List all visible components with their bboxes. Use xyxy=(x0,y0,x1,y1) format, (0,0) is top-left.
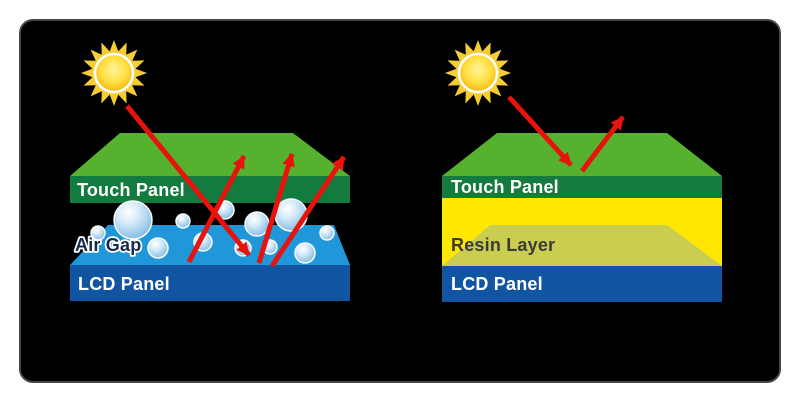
air-bubble xyxy=(244,211,270,237)
incident-ray xyxy=(507,95,573,167)
touch-panel-top-surface xyxy=(70,133,350,176)
incident-ray xyxy=(125,104,251,257)
reflected-ray-2 xyxy=(256,153,295,264)
lcd-panel-front-face xyxy=(70,265,350,301)
air-bubble xyxy=(319,225,335,241)
reflected-ray xyxy=(580,115,625,173)
reflected-ray-1 xyxy=(186,154,247,264)
touch-panel-front-face xyxy=(70,176,350,203)
air-bubble xyxy=(113,200,153,240)
air-bubble xyxy=(274,198,308,232)
reflection-rays xyxy=(507,95,625,173)
resin-layer-inner-surface xyxy=(442,225,722,266)
resin-layer-diagram: Touch Panel Resin Layer LCD Panel xyxy=(442,38,722,302)
air-bubble xyxy=(294,242,316,264)
reflected-ray-3 xyxy=(269,155,347,268)
touch-panel-label: Touch Panel xyxy=(77,180,185,200)
lcd-panel-label: LCD Panel xyxy=(451,274,543,294)
sun-icon xyxy=(443,38,513,108)
air-bubble xyxy=(147,237,169,259)
air-gap-diagram: Touch Panel Air Gap LCD Panel xyxy=(70,38,350,301)
touch-panel-top-surface xyxy=(442,133,722,176)
touch-panel-label: Touch Panel xyxy=(451,177,559,197)
lcd-panel-front-face xyxy=(442,266,722,302)
air-bubbles xyxy=(90,198,335,264)
reflection-rays xyxy=(125,104,347,268)
resin-layer-label: Resin Layer xyxy=(451,235,555,255)
touch-panel-front-face xyxy=(442,176,722,198)
sun-icon xyxy=(79,38,149,108)
air-bubble xyxy=(90,225,106,241)
air-gap-label: Air Gap xyxy=(75,235,141,255)
air-bubble xyxy=(175,213,191,229)
lcd-panel-label: LCD Panel xyxy=(78,274,170,294)
